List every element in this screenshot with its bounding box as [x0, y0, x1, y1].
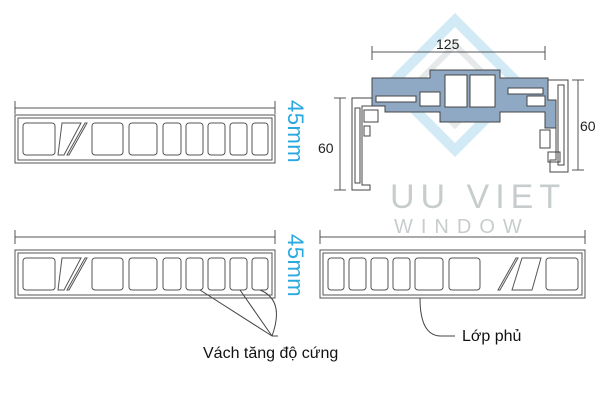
coating-layer-label: Lớp phủ: [462, 328, 522, 345]
dimension-height-left-label: 60: [318, 140, 334, 156]
dimension-width-label: 125: [436, 36, 460, 52]
stiffener-ribs-label: Vách tăng độ cứng: [203, 345, 339, 362]
thickness-label-bottom: 45mm: [283, 234, 308, 298]
panel-profile-bottom-right: [319, 230, 586, 299]
watermark-brand-name: UU VIET: [390, 178, 567, 216]
dimension-height-right-label: 60: [580, 118, 596, 134]
panel-profile-bottom-left: [14, 230, 276, 299]
frame-section-drawing: [334, 46, 584, 191]
panel-profile-top: [14, 101, 276, 164]
leader-lines: [199, 289, 455, 337]
watermark-brand-sub: WINDOW: [394, 216, 530, 238]
thickness-label-top: 45mm: [283, 100, 308, 164]
